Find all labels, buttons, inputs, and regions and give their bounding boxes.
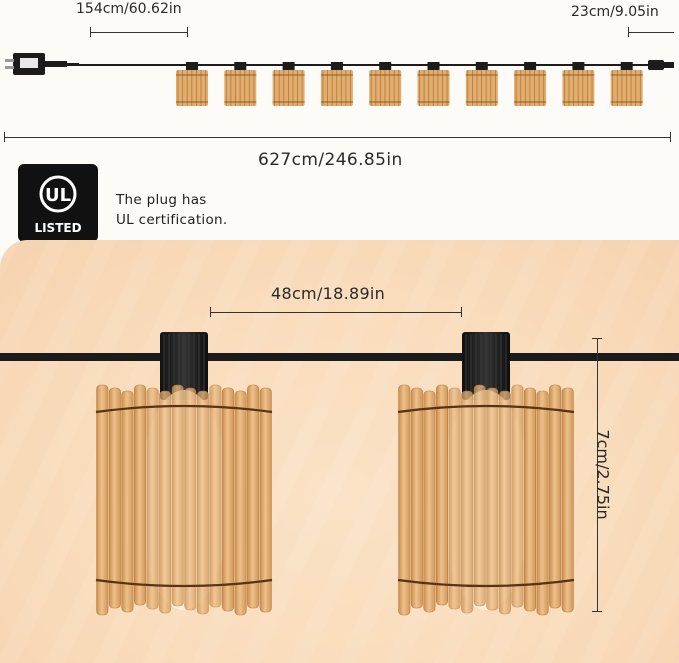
binding-wire [397, 404, 575, 414]
dimension-tick [670, 132, 671, 142]
mini-lamp [272, 62, 305, 106]
binding-wire [397, 578, 575, 588]
overview-panel: 154cm/60.62in 23cm/9.05in 627cm/246.85in… [0, 0, 679, 262]
dimension-tick [187, 27, 188, 37]
bulb-spacing-label: 48cm/18.89in [271, 284, 386, 303]
mini-lamp [369, 62, 402, 106]
dimension-label-right-lead: 23cm/9.05in [571, 4, 659, 20]
certification-note: The plug has UL certification. [116, 190, 227, 230]
dimension-tick [592, 611, 602, 612]
bamboo-lamp [95, 332, 273, 616]
dimension-tick [4, 132, 5, 142]
mini-lamp [562, 62, 595, 106]
detail-wire [0, 353, 679, 361]
dimension-label-left-lead: 154cm/60.62in [76, 1, 182, 17]
dimension-line-left-lead [90, 32, 188, 33]
power-adapter [5, 53, 79, 75]
mini-lamp [417, 62, 450, 106]
total-length-line [4, 137, 671, 138]
bulb-spacing-line [210, 312, 462, 313]
ul-listed-text: LISTED [34, 221, 81, 235]
mini-lamp [465, 62, 498, 106]
dimension-tick [210, 307, 211, 317]
binding-wire [95, 578, 273, 588]
string-light-illustration [5, 53, 674, 106]
certification-note-line: UL certification. [116, 212, 228, 228]
dimension-tick [90, 27, 91, 37]
dimension-tick [628, 27, 629, 37]
mini-lamp [610, 62, 643, 106]
end-connector [648, 60, 674, 70]
dimension-tick [592, 338, 602, 339]
total-length-label: 627cm/246.85in [258, 150, 403, 170]
ul-logo-text: UL [45, 185, 71, 206]
shade-height-line [597, 338, 598, 612]
binding-wire [95, 404, 273, 414]
ul-listed-badge: UL LISTED [18, 164, 98, 242]
mini-lamp [224, 62, 257, 106]
lamp-socket [462, 332, 510, 400]
bamboo-lamp [397, 332, 575, 616]
dimension-tick [461, 307, 462, 317]
detail-lamps-illustration [95, 332, 575, 616]
bamboo-shade [96, 384, 272, 616]
mini-lamp [320, 62, 353, 106]
bamboo-shade [398, 384, 574, 616]
shade-height-label: 7cm/2.75in [593, 429, 613, 520]
mini-lamp [514, 62, 547, 106]
ul-logo-icon: UL LISTED [34, 175, 82, 235]
certification-note-line: The plug has [116, 192, 207, 208]
mini-lamp [176, 62, 208, 106]
dimension-line-right-lead [628, 32, 674, 33]
lamp-socket [160, 332, 208, 400]
